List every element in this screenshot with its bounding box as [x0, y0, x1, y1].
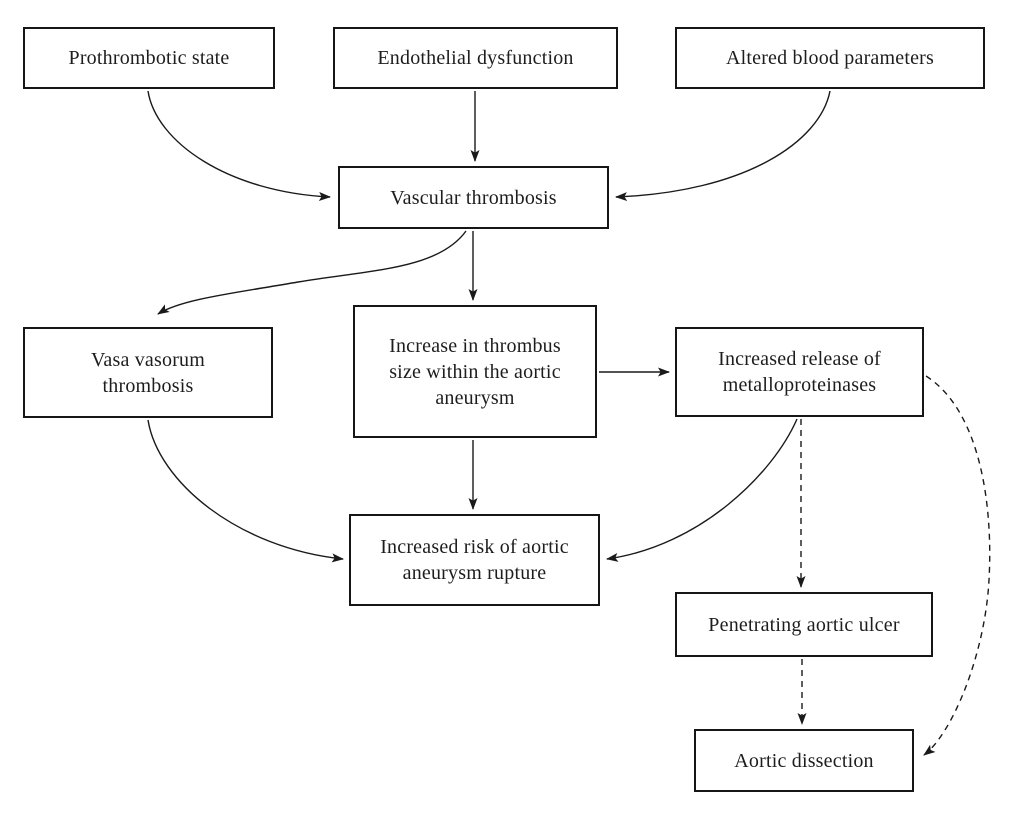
node-aneurysm-rupture-risk-label: Increased risk of aortic aneurysm ruptur…: [380, 536, 569, 584]
node-aortic-dissection-label: Aortic dissection: [734, 749, 874, 772]
node-vascular-thrombosis-label: Vascular thrombosis: [390, 186, 557, 209]
node-aneurysm-rupture-risk: Increased risk of aortic aneurysm ruptur…: [349, 514, 600, 606]
node-aortic-dissection: Aortic dissection: [694, 729, 914, 792]
node-penetrating-aortic-ulcer: Penetrating aortic ulcer: [675, 592, 933, 657]
node-endothelial-dysfunction: Endothelial dysfunction: [333, 27, 618, 89]
node-vasa-vasorum-thrombosis-label: Vasa vasorum thrombosis: [90, 348, 206, 397]
edge-vasa-vasorum-to-rupture-risk: [147, 419, 344, 563]
node-altered-blood-parameters: Altered blood parameters: [675, 27, 985, 89]
node-thrombus-size-increase-label: Increase in thrombus size within the aor…: [389, 334, 561, 409]
node-prothrombotic-state: Prothrombotic state: [23, 27, 275, 89]
node-metalloproteinase-release: Increased release of metalloproteinases: [675, 327, 924, 417]
node-endothelial-dysfunction-label: Endothelial dysfunction: [377, 47, 574, 69]
node-prothrombotic-state-label: Prothrombotic state: [68, 47, 230, 69]
node-vasa-vasorum-thrombosis: Vasa vasorum thrombosis: [23, 327, 273, 418]
node-thrombus-size-increase: Increase in thrombus size within the aor…: [353, 305, 597, 438]
node-metalloproteinase-release-label: Increased release of metalloproteinases: [718, 348, 881, 396]
edge-metalloproteinases-to-rupture-risk: [606, 418, 798, 562]
node-altered-blood-parameters-label: Altered blood parameters: [725, 47, 935, 69]
edge-metalloproteinases-to-dissection: [923, 375, 991, 756]
node-vascular-thrombosis: Vascular thrombosis: [338, 166, 609, 229]
edge-altered-to-vascular: [615, 90, 831, 202]
edge-vascular-to-vasa-vasorum: [157, 230, 467, 315]
node-penetrating-aortic-ulcer-label: Penetrating aortic ulcer: [708, 613, 900, 636]
edge-prothrombotic-to-vascular: [147, 90, 331, 201]
